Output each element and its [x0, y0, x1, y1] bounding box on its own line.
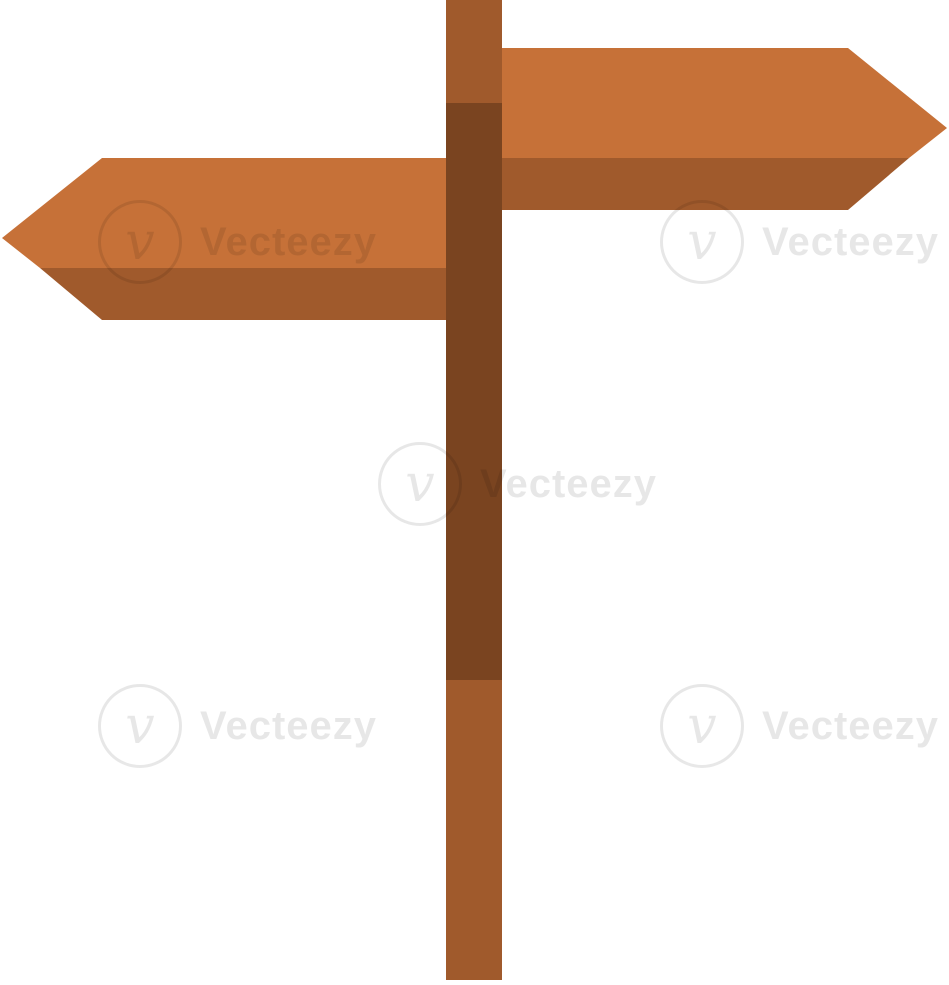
left-arrow-plank [2, 158, 448, 320]
left-plank-top [2, 158, 448, 268]
right-plank-top [500, 48, 947, 158]
pole-bottom-segment [446, 680, 502, 980]
pole-top-segment [446, 0, 502, 103]
signpost-pole [446, 0, 502, 980]
pole-middle-segment [446, 103, 502, 680]
left-plank-bottom [40, 268, 448, 320]
right-plank-bottom [500, 158, 909, 210]
right-arrow-plank [500, 48, 947, 210]
